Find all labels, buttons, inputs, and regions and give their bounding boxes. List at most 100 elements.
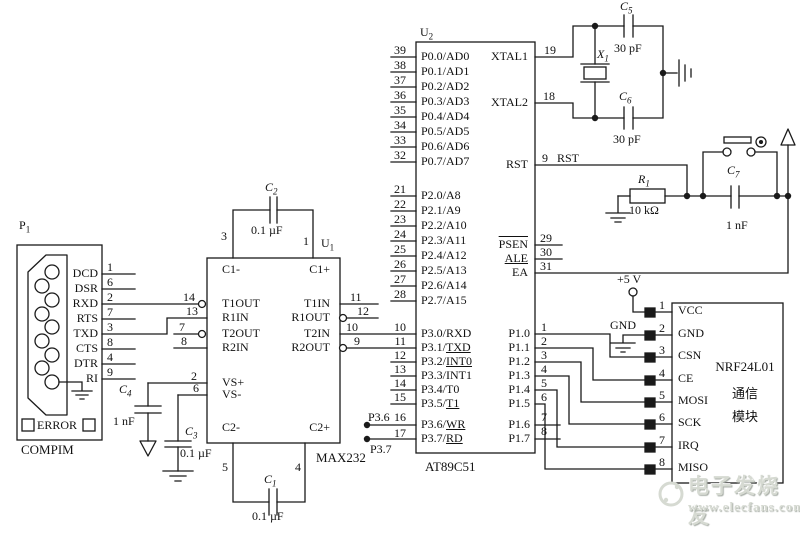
mcu-pin-name: P2.4/A12: [421, 248, 467, 262]
resistor-r1-symbol: [629, 188, 666, 204]
max232-pin-number: 10: [346, 320, 358, 334]
c6-value: 30 pF: [613, 132, 641, 146]
net-label-p36: P3.6: [368, 410, 390, 424]
c5-ref: C5: [620, 0, 633, 16]
nrf-pin-number: 1: [659, 298, 665, 312]
capacitor-c7-symbol: [730, 185, 740, 209]
mcu-pin-name: P0.7/AD7: [421, 154, 470, 168]
db9-pin-name: RI: [86, 371, 98, 385]
capacitor-c6-symbol: [623, 106, 634, 130]
compim-ref: P1: [19, 218, 31, 235]
mcu-pin-number: 35: [394, 103, 406, 117]
mcu-pin-number: 33: [394, 133, 406, 147]
db9-pin-number: 7: [107, 305, 113, 319]
mcu-left-stubs: [366, 56, 417, 440]
max232-pin-name: C1+: [309, 262, 330, 276]
mcu-pin-number: 37: [394, 73, 406, 87]
mcu-pin-number: 39: [394, 43, 406, 57]
db9-pin-name: DTR: [74, 356, 98, 370]
nrf-ground-icon: [610, 334, 646, 353]
mcu-ref: U2: [420, 25, 434, 42]
mcu-body: [415, 41, 536, 454]
mcu-pin-name: P1.5: [508, 396, 530, 410]
crystal-circuit-wires: [534, 25, 678, 119]
net-label-gnd: GND: [610, 318, 636, 332]
mcu-pin-name: P2.0/A8: [421, 188, 461, 202]
mcu-pin-number: 28: [394, 287, 406, 301]
nrf-title: NRF24L01: [715, 359, 775, 374]
nrf-pin-number: 8: [659, 455, 665, 469]
max232-left-stubs: [147, 333, 208, 396]
max232-pin-name: R1IN: [222, 310, 249, 324]
nrf-pin-name: MISO: [678, 460, 709, 474]
c5-value: 30 pF: [614, 41, 642, 55]
watermark-url: www.elecfans.com: [688, 499, 800, 514]
max232-pin-number: 6: [193, 381, 199, 395]
watermark-text: 电子发烧友: [688, 474, 780, 528]
c4-ref: C4: [119, 382, 132, 399]
max232-pin-number: 3: [221, 229, 227, 243]
max232-pin-number: 4: [295, 460, 301, 474]
mcu-pin-name: P0.1/AD1: [421, 64, 470, 78]
db9-pin-number: 2: [107, 290, 113, 304]
mcu-pin-number: 11: [394, 334, 406, 348]
mcu-pin-number: 34: [394, 118, 406, 132]
mcu-pin-name: P1.4: [508, 382, 530, 396]
nrf-pin-number: 7: [659, 433, 665, 447]
reset-button-icon: [722, 136, 767, 157]
mcu-pin-name: XTAL1: [490, 49, 528, 63]
mcu-pin-number: 16: [394, 410, 406, 424]
max232-pin-name: C2+: [309, 420, 330, 434]
c2-ref: C2: [265, 180, 278, 197]
nrf-pin-name: SCK: [678, 415, 702, 429]
capacitor-c2-symbol: [232, 196, 314, 259]
mcu-pin-name: P1.2: [508, 354, 530, 368]
mcu-pin-number: 18: [543, 89, 555, 103]
reset-circuit-wires: [534, 144, 789, 274]
mcu-pin-name: RST: [505, 157, 528, 171]
max232-pin-number: 8: [181, 334, 187, 348]
mcu-pin-number: 29: [540, 231, 552, 245]
nrf-body: [654, 302, 784, 484]
mcu-pin-name: P1.3: [508, 368, 530, 382]
max232-pin-number: 7: [179, 320, 185, 334]
max232-pin-name: R2OUT: [291, 340, 330, 354]
mcu-pin-name: P2.3/A11: [421, 233, 467, 247]
capacitor-c1-symbol: [232, 442, 306, 516]
mcu-pin-number: 6: [541, 390, 547, 404]
mcu-pin-name: P0.2/AD2: [421, 79, 470, 93]
nrf-pin-name: MOSI: [678, 393, 709, 407]
max232-pin-number: 2: [191, 369, 197, 383]
mcu-pin-number: 25: [394, 242, 406, 256]
r1-ground-icon: [605, 212, 631, 223]
mcu-pin-number: 15: [394, 390, 406, 404]
max232-pin-number: 1: [303, 234, 309, 248]
max232-pin-name: R1OUT: [291, 310, 330, 324]
max232-pin-name: T2IN: [304, 326, 330, 340]
mcu-pin-number: 17: [394, 426, 406, 440]
max232-pin-number: 14: [183, 290, 195, 304]
mcu-pin-name: P1.0: [508, 326, 530, 340]
mcu-pin-name: P1.1: [508, 340, 530, 354]
nrf-pin-number: 2: [659, 321, 665, 335]
max232-pin-name: C2-: [222, 420, 240, 434]
mcu-pin-number: 24: [394, 227, 406, 241]
db9-pin-name: CTS: [75, 341, 98, 355]
db9-pin-number: 8: [107, 335, 113, 349]
nrf-pad-squares: [644, 307, 656, 475]
mcu-pin-number: 4: [541, 362, 547, 376]
net-label-5v: +5 V: [617, 272, 642, 286]
nrf-pin-name: IRQ: [678, 438, 699, 452]
mcu-pin-number: 1: [541, 320, 547, 334]
nrf-pin-name: GND: [678, 326, 704, 340]
mcu-pin-number: 5: [541, 376, 547, 390]
nrf-pin-number: 3: [659, 343, 665, 357]
mcu-pin-name: P0.5/AD5: [421, 124, 470, 138]
max232-pin-number: 12: [357, 304, 369, 318]
db9-pin-name: DSR: [74, 281, 98, 295]
max232-right-wires: [339, 303, 417, 349]
c7-ref: C7: [727, 163, 740, 180]
max232-pin-name: C1-: [222, 262, 240, 276]
max232-pin-number: 13: [186, 304, 198, 318]
